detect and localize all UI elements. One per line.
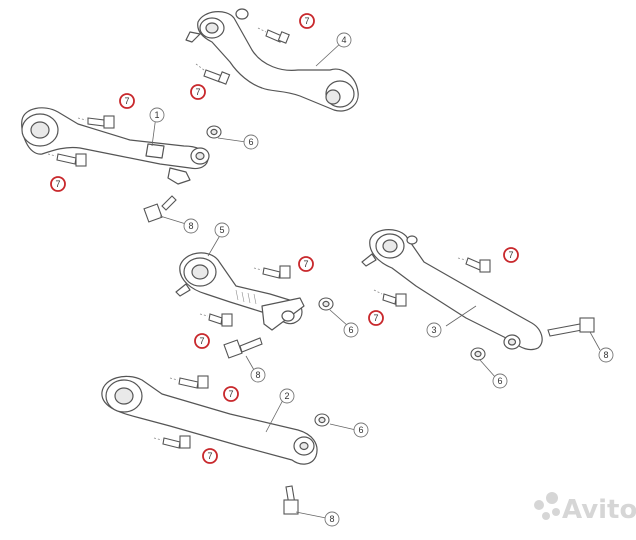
callout-6-d: 6 bbox=[353, 422, 369, 438]
callout-7-label: 7 bbox=[303, 259, 308, 269]
callout-7-label: 7 bbox=[55, 179, 60, 189]
nut-6-arm1 bbox=[206, 125, 222, 139]
callout-3-label: 3 bbox=[431, 325, 436, 335]
bolt-8-arm5 bbox=[223, 337, 263, 359]
callout-5-label: 5 bbox=[219, 225, 224, 235]
control-arm-5 bbox=[175, 252, 305, 331]
callout-6-label: 6 bbox=[248, 137, 253, 147]
callout-6-a: 6 bbox=[243, 134, 259, 150]
control-arm-4 bbox=[185, 8, 359, 112]
callout-4: 4 bbox=[336, 32, 352, 48]
callout-8-a: 8 bbox=[183, 218, 199, 234]
callout-7-label: 7 bbox=[508, 250, 513, 260]
callout-6-c: 6 bbox=[492, 373, 508, 389]
callout-6-label: 6 bbox=[348, 325, 353, 335]
control-arm-3 bbox=[361, 229, 543, 351]
callout-8-c: 8 bbox=[250, 367, 266, 383]
callout-7-label: 7 bbox=[304, 16, 309, 26]
callout-7-a: 7 bbox=[299, 13, 315, 29]
bolt-7-arm3-upper bbox=[457, 257, 491, 273]
callout-7-d: 7 bbox=[50, 176, 66, 192]
bolt-7-arm2-lower bbox=[153, 435, 191, 449]
callout-7-b: 7 bbox=[190, 84, 206, 100]
callout-7-label: 7 bbox=[228, 389, 233, 399]
callout-5: 5 bbox=[214, 222, 230, 238]
bolt-8-arm1 bbox=[143, 195, 177, 223]
bolt-7-arm5-upper bbox=[253, 265, 291, 279]
callout-8-label: 8 bbox=[603, 350, 608, 360]
callout-7-f: 7 bbox=[503, 247, 519, 263]
callout-4-label: 4 bbox=[341, 35, 346, 45]
callout-7-j: 7 bbox=[202, 448, 218, 464]
watermark-text: Avito bbox=[562, 495, 636, 525]
bolt-7-arm1-upper bbox=[77, 115, 115, 129]
callout-8-label: 8 bbox=[255, 370, 260, 380]
callout-7-i: 7 bbox=[223, 386, 239, 402]
callout-7-g: 7 bbox=[368, 310, 384, 326]
callout-7-label: 7 bbox=[207, 451, 212, 461]
callout-7-e: 7 bbox=[298, 256, 314, 272]
avito-logo-icon bbox=[534, 492, 560, 520]
callout-7-label: 7 bbox=[195, 87, 200, 97]
callout-3: 3 bbox=[426, 322, 442, 338]
bolt-7-arm3-lower bbox=[373, 289, 407, 307]
callout-6-label: 6 bbox=[358, 425, 363, 435]
callout-8-b: 8 bbox=[598, 347, 614, 363]
nut-6-arm3 bbox=[470, 347, 486, 361]
nut-6-arm2 bbox=[314, 413, 330, 427]
bolt-7-top-left bbox=[195, 63, 231, 85]
bolt-7-top-right bbox=[257, 27, 290, 44]
callout-2-label: 2 bbox=[284, 391, 289, 401]
control-arm-1 bbox=[21, 107, 210, 185]
callout-8-label: 8 bbox=[329, 514, 334, 524]
callout-1: 1 bbox=[149, 107, 165, 123]
callout-1-label: 1 bbox=[154, 110, 159, 120]
callout-8-label: 8 bbox=[188, 221, 193, 231]
callout-8-d: 8 bbox=[324, 511, 340, 527]
bolt-8-arm3 bbox=[547, 317, 595, 337]
callout-6-label: 6 bbox=[497, 376, 502, 386]
callout-7-c: 7 bbox=[119, 93, 135, 109]
callout-2: 2 bbox=[279, 388, 295, 404]
bolt-8-arm2 bbox=[283, 485, 299, 515]
callout-7-label: 7 bbox=[124, 96, 129, 106]
bolt-7-arm2-upper bbox=[169, 375, 209, 389]
bolt-7-arm1-lower bbox=[47, 153, 87, 167]
callout-6-b: 6 bbox=[343, 322, 359, 338]
bolt-7-arm5-lower bbox=[199, 313, 233, 327]
callout-7-label: 7 bbox=[373, 313, 378, 323]
nut-6-arm5 bbox=[318, 297, 334, 311]
avito-watermark: Avito bbox=[534, 492, 636, 525]
callout-7-label: 7 bbox=[199, 336, 204, 346]
callout-7-h: 7 bbox=[194, 333, 210, 349]
control-arm-2 bbox=[101, 375, 318, 465]
